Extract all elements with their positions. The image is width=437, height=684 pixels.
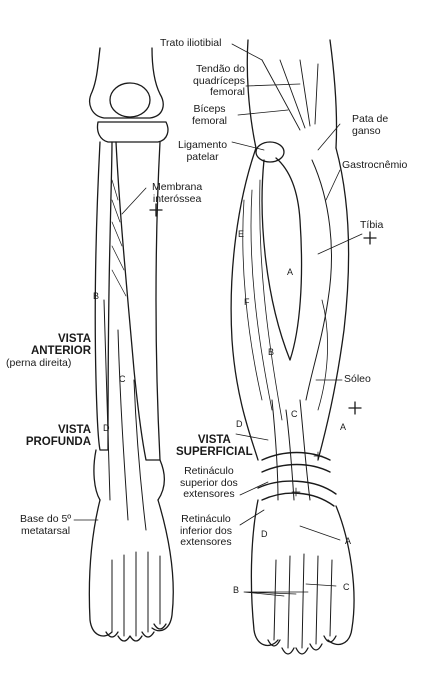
retinaculum-asterisk-2 <box>291 487 301 497</box>
letter-c-deep: C <box>119 374 126 384</box>
deep-toes <box>111 551 161 637</box>
letter-a-foot: A <box>345 536 352 546</box>
label-base-5-metatarsal: Base do 5º metatarsal <box>20 513 72 537</box>
leg-outline-lateral <box>230 147 259 461</box>
membrane-plus-marker <box>149 203 163 217</box>
label-tibia: Tíbia <box>360 219 384 231</box>
label-retinaculo-superior: Retináculo superior dos extensores <box>180 465 238 501</box>
label-line: ganso <box>352 124 381 137</box>
label-line: Pata de <box>352 113 389 125</box>
superficial-view-leg <box>230 39 377 655</box>
label-line: metatarsal <box>21 524 71 537</box>
patella-outline <box>109 82 151 118</box>
leader-lines <box>73 43 363 597</box>
letter-c-foot: C <box>343 582 350 592</box>
letter-d-superficial: D <box>236 419 243 429</box>
deep-ankle-outline <box>93 449 165 501</box>
tibia-head-outline <box>96 121 169 143</box>
gastrocnemius-muscle <box>305 159 332 401</box>
deep-view-leg <box>88 47 174 642</box>
letter-c-superficial: C <box>291 409 298 419</box>
inferior-retinaculum <box>257 480 337 507</box>
label-retinaculo-inferior: Retináculo inferior dos extensores <box>180 513 232 549</box>
quadriceps-tendon <box>261 59 319 131</box>
label-line: Base do 5º <box>20 513 72 525</box>
label-line: patelar <box>186 150 219 163</box>
label-line: superior dos <box>180 476 238 489</box>
label-line: Ligamento <box>178 139 228 151</box>
tibia-plus-marker <box>363 231 377 245</box>
label-soleo: Sóleo <box>344 373 371 385</box>
label-vista-anterior: VISTA ANTERIOR <box>31 333 91 357</box>
soleus-muscle <box>317 299 328 411</box>
label-line: Tendão do <box>195 63 245 75</box>
deep-toe-tips <box>105 623 167 642</box>
label-line: femoral <box>192 114 228 127</box>
letter-a-leg: A <box>340 422 347 432</box>
superior-retinaculum <box>261 451 331 473</box>
femur-outline <box>89 47 164 119</box>
label-line: SUPERFICIAL <box>176 446 253 458</box>
thigh-outline <box>246 39 338 149</box>
letter-f: F <box>244 297 250 307</box>
interosseous-membrane <box>111 179 127 297</box>
deep-tendon-lines <box>103 299 147 531</box>
superficial-toe-tips <box>267 635 337 655</box>
tibialis-anterior-muscle <box>261 157 303 361</box>
superficial-toes <box>273 553 333 649</box>
label-line: Retináculo <box>184 465 234 477</box>
extensor-digitorum-lines <box>242 179 283 421</box>
label-line: Membrana <box>152 181 203 193</box>
label-trato-iliotibial: Trato iliotibial <box>160 37 222 49</box>
label-line: Bíceps <box>193 103 226 115</box>
fibula-outline <box>94 141 113 451</box>
soleo-plus-marker <box>348 401 362 415</box>
letter-a-muscle: A <box>287 267 294 277</box>
letter-b-deep: B <box>93 291 100 301</box>
label-line: inferior dos <box>180 524 232 537</box>
label-pata-de-ganso: Pata de ganso <box>352 113 389 137</box>
label-line: extensores <box>180 536 232 548</box>
leg-outline-medial <box>317 147 350 461</box>
label-line: PROFUNDA <box>25 436 91 448</box>
label-line: extensores <box>183 488 235 500</box>
superficial-tendons <box>271 399 311 501</box>
label-line: VISTA <box>57 333 91 345</box>
label-line: femoral <box>209 86 245 98</box>
superficial-foot-outline <box>250 499 355 647</box>
label-perna-direita: (perna direita) <box>6 357 72 369</box>
label-line: Retináculo <box>181 513 231 525</box>
retinaculum-asterisk-1 <box>313 451 323 461</box>
letter-b-foot: B <box>233 585 240 595</box>
letter-e: E <box>238 229 245 239</box>
label-tendao-quadriceps: Tendão do quadríceps femoral <box>193 63 245 99</box>
label-gastrocnemio: Gastrocnêmio <box>342 159 408 171</box>
label-line: quadríceps <box>193 74 245 87</box>
patella-superficial <box>255 141 285 163</box>
letter-d-deep: D <box>103 423 110 433</box>
letter-d-foot: D <box>261 529 268 539</box>
label-line: interóssea <box>152 192 202 205</box>
deep-foot-outline <box>88 499 174 637</box>
tibia-shaft-outline <box>115 141 161 461</box>
label-vista-superficial: VISTA SUPERFICIAL <box>176 434 253 458</box>
letter-b-superficial: B <box>268 347 275 357</box>
label-membrana-interossea: Membrana interóssea <box>152 181 203 205</box>
label-line: ANTERIOR <box>30 345 91 357</box>
label-line: VISTA <box>57 424 91 436</box>
label-ligamento-patelar: Ligamento patelar <box>178 139 228 163</box>
label-vista-profunda: VISTA PROFUNDA <box>26 424 91 448</box>
label-line: VISTA <box>197 434 231 446</box>
label-biceps-femoral: Bíceps femoral <box>192 103 228 127</box>
